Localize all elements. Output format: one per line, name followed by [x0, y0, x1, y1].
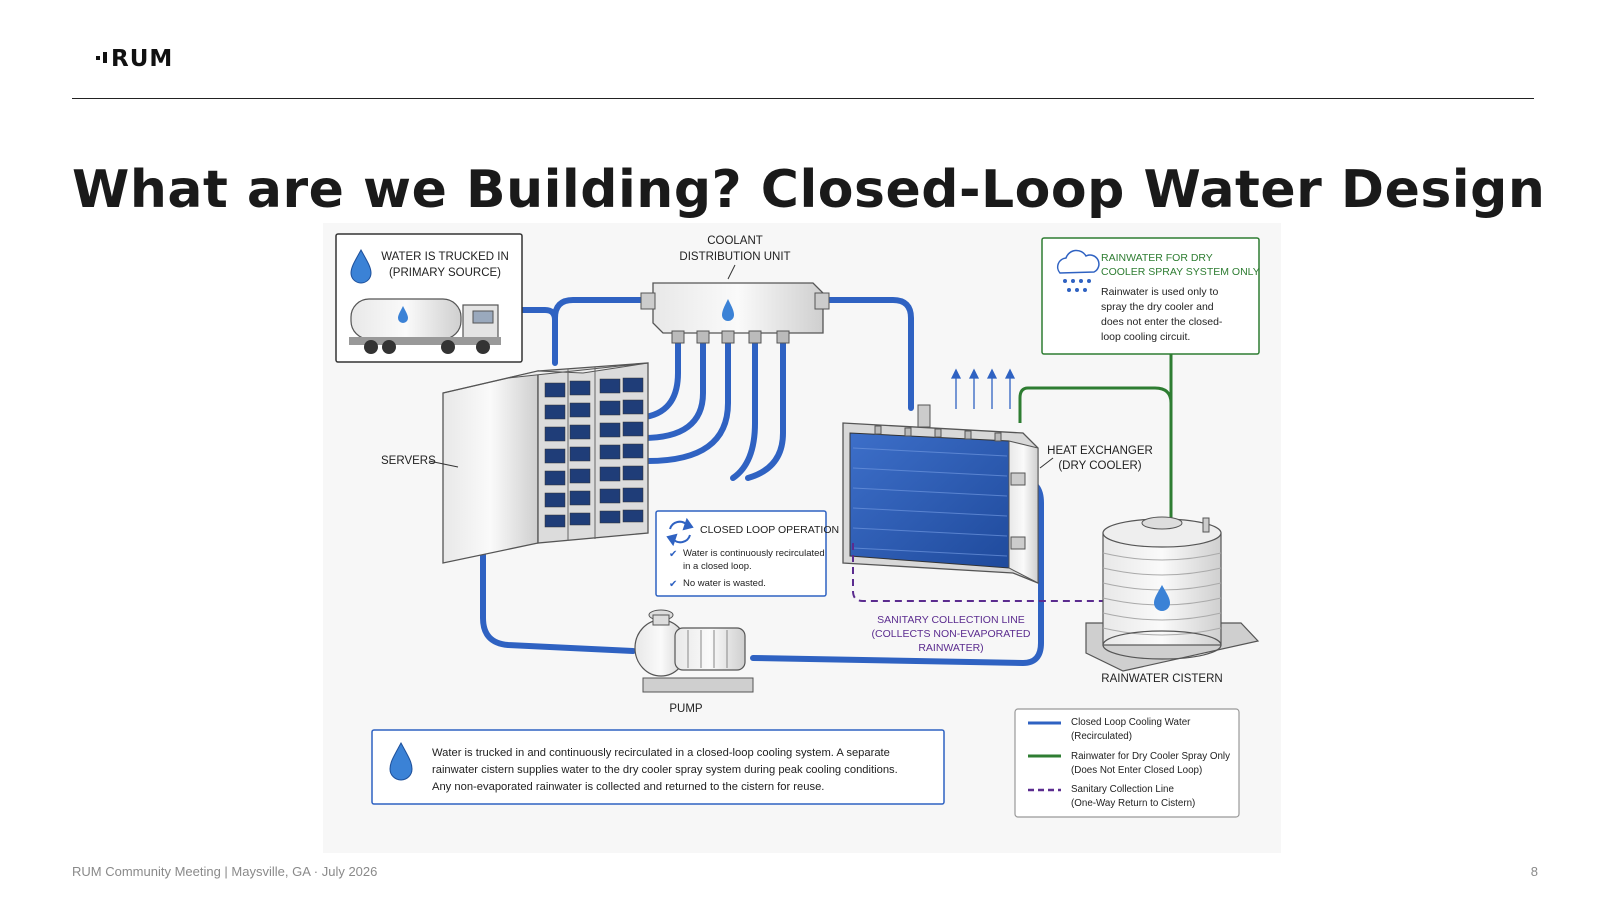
truck-callout-line1: WATER IS TRUCKED IN	[381, 251, 509, 263]
sanitary-label-line2: (COLLECTS NON-EVAPORATED	[872, 628, 1031, 640]
water-design-diagram: WATER IS TRUCKED IN (PRIMARY SOURCE) COO…	[323, 223, 1281, 853]
rain-callout-body2: spray the dry cooler and	[1101, 301, 1214, 313]
coolant-distribution-unit	[640, 282, 830, 344]
rain-callout-title1: RAINWATER FOR DRY	[1101, 252, 1213, 264]
footer-text: RUM Community Meeting | Maysville, GA · …	[72, 864, 378, 879]
servers-label: SERVERS	[381, 455, 436, 467]
summary-line2: rainwater cistern supplies water to the …	[432, 764, 898, 776]
legend-closed-loop-line2: (Recirculated)	[1071, 731, 1132, 742]
water-drop-icon	[350, 248, 372, 284]
rain-callout-body1: Rainwater is used only to	[1101, 286, 1218, 298]
legend-closed-loop-line1: Closed Loop Cooling Water	[1071, 717, 1191, 728]
pump	[634, 609, 754, 693]
closed-loop-box	[655, 510, 827, 597]
header-rule	[72, 98, 1534, 99]
hx-label-line1: HEAT EXCHANGER	[1047, 445, 1153, 457]
hx-label-line2: (DRY COOLER)	[1058, 460, 1141, 472]
cistern-label: RAINWATER CISTERN	[1101, 673, 1222, 685]
server-racks	[442, 362, 649, 564]
page-number: 8	[1530, 864, 1538, 879]
legend-sanitary-line1: Sanitary Collection Line	[1071, 784, 1174, 795]
heat-exchanger	[842, 404, 1039, 584]
sanitary-collection-line	[852, 543, 1113, 602]
legend-rainwater-line2: (Does Not Enter Closed Loop)	[1071, 765, 1202, 776]
sanitary-label-line1: SANITARY COLLECTION LINE	[877, 614, 1025, 626]
page-title: What are we Building? Closed-Loop Water …	[72, 160, 1546, 220]
check-icon: ✔	[669, 549, 677, 560]
legend-sanitary-line2: (One-Way Return to Cistern)	[1071, 798, 1195, 809]
sanitary-label-line3: RAINWATER)	[918, 642, 983, 654]
cdu-label-line2: DISTRIBUTION UNIT	[679, 251, 790, 263]
check-icon: ✔	[669, 579, 677, 590]
closed-loop-item1b: in a closed loop.	[683, 561, 752, 572]
summary-box	[371, 729, 945, 805]
recycle-icon	[666, 517, 694, 547]
summary-line1: Water is trucked in and continuously rec…	[432, 747, 890, 759]
water-truck-icon	[349, 298, 501, 354]
rain-callout-body3: does not enter the closed-	[1101, 316, 1223, 328]
water-drop-icon	[1154, 585, 1170, 611]
rain-callout-body4: loop cooling circuit.	[1101, 331, 1190, 343]
rain-callout-title2: COOLER SPRAY SYSTEM ONLY	[1101, 266, 1260, 278]
rain-cloud-icon	[1056, 249, 1100, 292]
cdu-label-line1: COOLANT	[707, 235, 763, 247]
water-drop-icon	[722, 299, 734, 321]
truck-callout-line2: (PRIMARY SOURCE)	[389, 267, 501, 279]
logo-text: RUM	[111, 46, 174, 72]
rum-logo: RUM	[96, 46, 173, 72]
water-drop-icon	[389, 741, 413, 781]
summary-line3: Any non-evaporated rainwater is collecte…	[432, 781, 824, 793]
evaporation-arrows	[950, 368, 1016, 409]
legend-rainwater-line1: Rainwater for Dry Cooler Spray Only	[1071, 751, 1230, 762]
rainwater-spray-line	[1018, 354, 1173, 523]
closed-loop-title: CLOSED LOOP OPERATION	[700, 524, 839, 536]
closed-loop-item2: No water is wasted.	[683, 578, 766, 589]
pump-label: PUMP	[669, 703, 703, 715]
rainwater-cistern	[1085, 516, 1260, 672]
legend-box	[1014, 708, 1240, 818]
closed-loop-item1a: Water is continuously recirculated	[683, 548, 825, 559]
